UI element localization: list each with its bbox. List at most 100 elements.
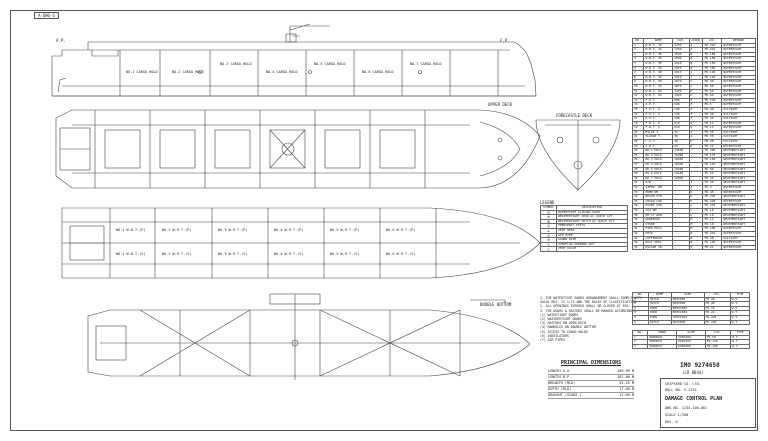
dimension-row: BREADTH (MLD) 32.26 M (548, 381, 634, 387)
company-name: SHIPYARD CO. LTD. (665, 382, 701, 386)
plan-tank-label: NO.1 W.B.T.(S) (116, 252, 146, 256)
table-cell: - (672, 244, 690, 251)
profile-tank-label: NO.2 CARGO HOLD (172, 70, 204, 74)
table-cell: P (688, 244, 704, 251)
table-cell: 6 (632, 319, 649, 326)
note-line: 1. THE WATERTIGHT DOORS ARRANGEMENT SHAL… (540, 296, 642, 300)
forecastle-detail (535, 119, 621, 191)
table-cell: 600X800 (670, 319, 705, 326)
fwd-label: F.P. (500, 38, 510, 43)
dimension-value: 17.00 M (619, 387, 634, 391)
table-cell: W.T. (730, 343, 750, 350)
drawing-scale: SCALE 1/200 (665, 413, 689, 417)
principal-dimensions: PRINCIPAL DIMENSIONS LENGTH O.A.189.99 M… (548, 360, 634, 402)
dimension-value: 12.00 M (619, 393, 634, 397)
dimension-name: LENGTH B.P. (548, 375, 572, 379)
table-cell: FR.180 (704, 343, 732, 350)
drawing-revision: REV. 0 (665, 420, 678, 424)
profile-tank-label: NO.3 CARGO HOLD (220, 62, 252, 66)
dimension-row: DEPTH (MLD) 17.00 M (548, 387, 634, 393)
note-line: 2. ALL OPENINGS EXPOSED SHALL BE CLOSED … (540, 304, 631, 309)
note-line: (3) HATCHES ON OPEN DECK (540, 321, 587, 326)
hull-number: HULL NO. S-1234 (665, 388, 697, 392)
imo-number: IMO 9274658 (680, 362, 720, 369)
note-line: (7) AIR PIPES (540, 338, 565, 343)
plan-tank-label: NO.5 W.B.T.(S) (330, 252, 360, 256)
tank-plan-view (61, 207, 541, 279)
note-line: 3. THE DOORS & HATCHES SHALL BE MARKED A… (540, 308, 638, 313)
double-bottom-view (87, 293, 531, 380)
plan-tank-label: NO.6 W.B.T.(P) (386, 228, 416, 232)
plan-tank-label: NO.5 W.B.T.(P) (330, 228, 360, 232)
plan-tank-label: NO.1 W.B.T.(P) (116, 228, 146, 232)
upper-deck-label: UPPER DECK (488, 102, 513, 107)
note-line: (5) ACCESS TO CARGO HOLDS (540, 329, 588, 334)
principal-dimensions-title: PRINCIPAL DIMENSIONS (560, 360, 622, 366)
note-line: (6) VENTILATORS (540, 333, 569, 338)
profile-tank-label: NO.7 CARGO HOLD (410, 62, 442, 66)
table-cell: W.T. (729, 319, 751, 326)
drawing-border (10, 10, 758, 431)
plan-tank-label: NO.3 W.B.T.(S) (218, 252, 248, 256)
profile-tank-label: NO.4 CARGO HOLD (266, 70, 298, 74)
dimension-name: LENGTH O.A. (548, 369, 572, 373)
dimension-row: LENGTH O.A.189.99 M (548, 369, 634, 375)
plan-tank-label: NO.2 W.B.T.(P) (162, 228, 192, 232)
plan-tank-label: NO.4 W.B.T.(P) (274, 228, 304, 232)
forecastle-label: FORECASTLE DECK (556, 113, 593, 118)
profile-tank-label: NO.6 CARGO HOLD (362, 70, 394, 74)
profile-view (51, 23, 537, 97)
table-cell: 600X400 (676, 343, 706, 350)
table-cell: FR.228 (703, 319, 731, 326)
notes: 1. THE WATERTIGHT DOORS ARRANGEMENT SHAL… (540, 296, 650, 342)
profile-tank-label: NO.1 CARGO HOLD (126, 70, 158, 74)
legend: LEGEND SYMBOL DESCRIPTION ⊡WATERTIGHT SL… (539, 200, 628, 252)
table-cell: WATERTIGHT (721, 244, 756, 251)
dimension-name: DEPTH (MLD) (548, 387, 572, 391)
dimension-name: BREADTH (MLD) (548, 381, 576, 385)
table-cell: MANHOLE (647, 343, 678, 350)
aft-label: A.P. (56, 38, 66, 43)
sheet-tag: A-DWG-S (34, 12, 59, 19)
dimension-row: DRAUGHT (SCANT.)12.00 M (548, 393, 634, 399)
legend-row: △VENT VALVE (539, 246, 628, 252)
dimension-value: 182.00 M (617, 375, 634, 379)
legend-table: SYMBOL DESCRIPTION ⊡WATERTIGHT SLIDING D… (539, 205, 628, 252)
plan-tank-label: NO.2 W.B.T.(S) (162, 252, 192, 256)
table-cell: FR.21 (702, 244, 723, 251)
dimension-row: LENGTH B.P. 182.00 M (548, 375, 634, 381)
note-line: (4) MANHOLES ON DOUBLE BOTTOM (540, 325, 596, 330)
dimension-value: 32.26 M (619, 381, 634, 385)
table-cell: 3 (631, 343, 649, 350)
legend-symbol-icon: △ (539, 246, 558, 252)
plan-tank-label: NO.3 W.B.T.(P) (218, 228, 248, 232)
note-line: (1) WATERTIGHT DOORS (540, 312, 579, 317)
plan-tank-label: NO.4 W.B.T.(S) (274, 252, 304, 256)
deck-plan-view (55, 109, 541, 189)
legend-text: VENT VALVE (556, 246, 628, 252)
legend-title: LEGEND (540, 200, 555, 205)
profile-tank-label: NO.5 CARGO HOLD (314, 62, 346, 66)
double-bottom-label: DOUBLE BOTTOM (480, 302, 512, 307)
note-line: (2) WEATHERTIGHT DOORS (540, 317, 583, 322)
